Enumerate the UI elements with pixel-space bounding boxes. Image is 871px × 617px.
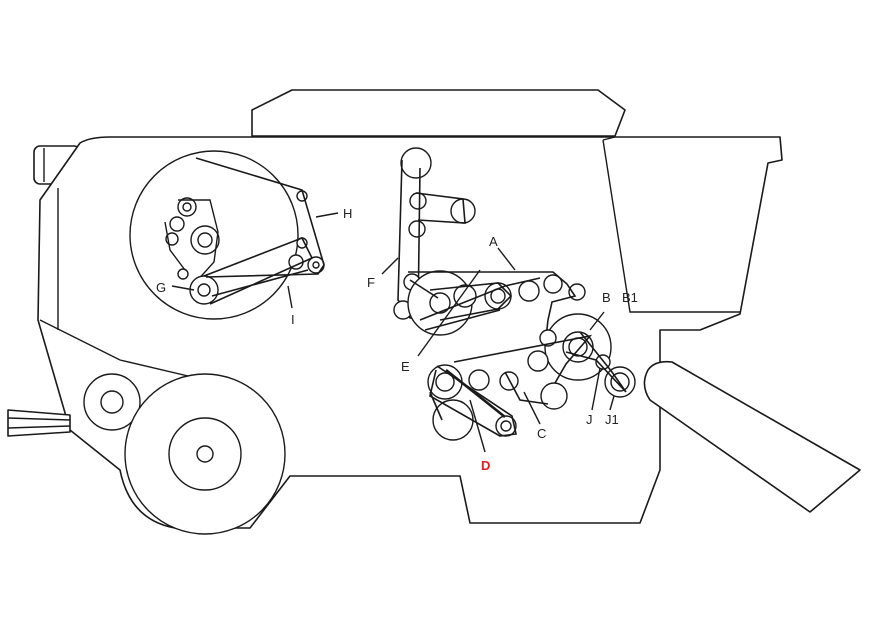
leader-f <box>381 257 399 275</box>
leader-j1 <box>609 395 615 411</box>
leader-d <box>469 399 486 453</box>
lower-drive <box>427 364 549 441</box>
belt-d <box>429 365 517 437</box>
label-h: H <box>343 206 352 221</box>
leader-b <box>589 311 605 331</box>
leader-e <box>417 269 481 357</box>
belt-e <box>429 282 513 321</box>
belt-f <box>397 159 421 319</box>
belt-j <box>565 331 627 393</box>
belt-i <box>203 236 314 305</box>
leader-lines <box>171 212 615 453</box>
leader-g <box>171 285 195 291</box>
leader-i <box>287 285 293 309</box>
leader-c <box>523 391 541 425</box>
label-b: B <box>602 290 611 305</box>
feeder-rods <box>7 409 71 437</box>
grain-tank-panel <box>602 139 740 313</box>
label-f: F <box>367 275 375 290</box>
leader-a <box>497 247 516 271</box>
labels: H G I F A E B B1 C D J J1 <box>156 206 638 473</box>
label-c: C <box>537 426 546 441</box>
label-g: G <box>156 280 166 295</box>
leader-j <box>591 367 601 411</box>
belt-h <box>195 157 325 278</box>
belt-a <box>408 271 577 347</box>
label-j1: J1 <box>605 412 619 427</box>
label-e: E <box>401 359 410 374</box>
label-j: J <box>586 412 593 427</box>
label-i: I <box>291 312 295 327</box>
centre-drive <box>393 147 586 347</box>
leader-h <box>315 212 339 218</box>
label-b1: B1 <box>622 290 638 305</box>
belt-c <box>453 334 593 384</box>
cab-roof <box>251 89 626 137</box>
unloading-spout <box>643 360 861 513</box>
right-drive <box>453 313 636 410</box>
drum-assembly <box>129 150 325 320</box>
label-d: D <box>481 458 490 473</box>
label-a: A <box>489 234 498 249</box>
